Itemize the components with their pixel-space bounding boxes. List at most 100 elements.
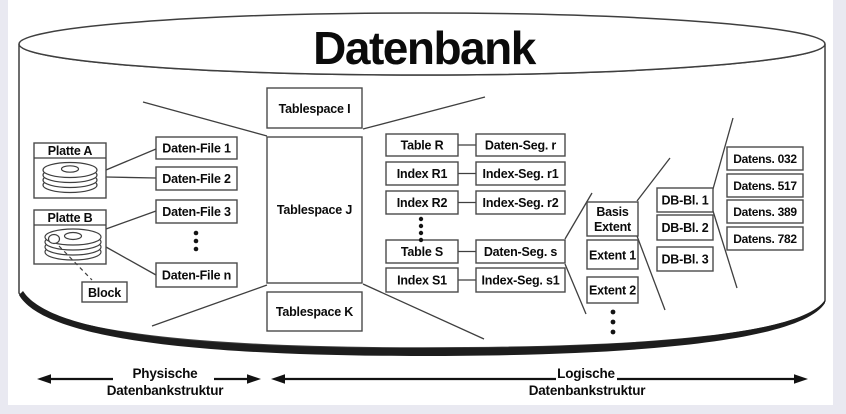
table-ellipsis-dots — [418, 216, 424, 243]
fan-line-dbblock-bottom — [712, 210, 738, 289]
daten-file-1-label: Daten-File 1 — [162, 142, 231, 156]
table-s-box: Table S — [385, 239, 459, 264]
index-seg-r2-label: Index-Seg. r2 — [483, 196, 559, 210]
db-bl-1-box: DB-Bl. 1 — [656, 187, 714, 213]
physical-legend-line1: Physische — [133, 366, 199, 381]
fan-line-left-top — [142, 101, 268, 137]
fan-line-extent-bottom — [636, 235, 666, 311]
physical-arrow-left-head-icon — [37, 374, 51, 384]
index-seg-r1-label: Index-Seg. r1 — [483, 167, 559, 181]
basis-extent-box: Basis Extent — [586, 201, 639, 237]
daten-file-3-box: Daten-File 3 — [155, 199, 238, 224]
daten-file-2-box: Daten-File 2 — [155, 166, 238, 191]
db-bl-1-label: DB-Bl. 1 — [661, 194, 708, 208]
table-segment-connectors — [458, 144, 476, 281]
fan-lines — [142, 96, 738, 340]
table-r-label: Table R — [401, 139, 444, 153]
daten-file-3-label: Daten-File 3 — [162, 205, 231, 219]
index-seg-r2-box: Index-Seg. r2 — [475, 190, 566, 215]
tablespace-j-label: Tablespace J — [277, 203, 352, 217]
extent-2-label: Extent 2 — [589, 284, 636, 298]
diagram-title: Datenbank — [313, 22, 537, 74]
index-r1-label: Index R1 — [397, 167, 448, 181]
fan-line-tablespace-bottom — [362, 283, 485, 340]
physical-arrow-right-head-icon — [247, 374, 261, 384]
disk-b-icon — [44, 228, 102, 261]
extent-boxes: Basis Extent Extent 1 Extent 2 — [586, 201, 639, 335]
tablespace-i-box: Tablespace I — [266, 87, 363, 129]
datens-782-label: Datens. 782 — [733, 232, 797, 246]
index-r1-box: Index R1 — [385, 161, 459, 186]
db-bl-3-label: DB-Bl. 3 — [661, 253, 708, 267]
index-s1-label: Index S1 — [397, 274, 447, 288]
physical-legend-line2: Datenbankstruktur — [107, 383, 225, 398]
basis-extent-label-line2: Extent — [594, 220, 632, 234]
fan-line-segment-top — [564, 192, 593, 240]
tablespace-k-box: Tablespace K — [266, 291, 363, 332]
db-block-boxes: DB-Bl. 1 DB-Bl. 2 DB-Bl. 3 — [656, 187, 714, 272]
daten-file-n-label: Daten-File n — [162, 269, 231, 283]
physical-structure-legend: Physische Datenbankstruktur — [37, 366, 261, 398]
datens-782-box: Datens. 782 — [726, 226, 804, 251]
logical-legend-line1: Logische — [557, 366, 615, 381]
connector-platte-a-file2 — [105, 176, 157, 179]
daten-seg-r-box: Daten-Seg. r — [475, 133, 566, 157]
logical-structure-legend: Logische Datenbankstruktur — [271, 366, 808, 398]
index-r2-box: Index R2 — [385, 190, 459, 215]
platte-b-box: Platte B — [33, 209, 107, 265]
db-bl-2-box: DB-Bl. 2 — [656, 214, 714, 241]
daten-file-boxes: Daten-File 1 Daten-File 2 Daten-File 3 D… — [155, 136, 238, 288]
daten-seg-s-label: Daten-Seg. s — [484, 245, 558, 259]
tablespace-i-label: Tablespace I — [279, 102, 351, 116]
logical-arrow-right-head-icon — [794, 374, 808, 384]
table-index-boxes: Table R Index R1 Index R2 Table S Index … — [385, 133, 459, 293]
fan-line-left-bottom — [151, 284, 268, 327]
index-seg-s1-label: Index-Seg. s1 — [482, 274, 560, 288]
daten-file-n-box: Daten-File n — [155, 262, 238, 288]
disk-file-connectors — [105, 148, 157, 276]
connector-platte-b-file3 — [105, 210, 157, 230]
daten-file-ellipsis-dots — [193, 230, 199, 252]
extent-ellipsis-dots — [610, 309, 616, 335]
fan-line-segment-bottom — [564, 263, 587, 315]
connector-platte-a-file1 — [105, 148, 157, 171]
datens-517-label: Datens. 517 — [733, 179, 797, 193]
block-marker-icon — [47, 233, 61, 245]
datens-389-box: Datens. 389 — [726, 199, 804, 224]
datens-032-box: Datens. 032 — [726, 146, 804, 171]
record-boxes: Datens. 032 Datens. 517 Datens. 389 Date… — [726, 146, 804, 251]
connector-platte-b-filen — [105, 246, 157, 276]
datens-517-box: Datens. 517 — [726, 173, 804, 198]
fan-line-dbblock-top — [712, 117, 734, 190]
block-box: Block — [81, 281, 128, 303]
disk-a-icon — [42, 161, 98, 194]
platte-a-box: Platte A — [33, 142, 107, 199]
block-dashed-line — [58, 245, 93, 281]
logical-legend-line2: Datenbankstruktur — [529, 383, 647, 398]
daten-file-2-label: Daten-File 2 — [162, 172, 231, 186]
tablespace-k-label: Tablespace K — [276, 305, 353, 319]
daten-seg-r-label: Daten-Seg. r — [485, 139, 557, 153]
basis-extent-label-line1: Basis — [596, 205, 629, 219]
extent-1-box: Extent 1 — [586, 239, 639, 270]
fan-line-extent-top — [636, 157, 671, 202]
cylinder-lid — [18, 12, 826, 76]
daten-file-1-box: Daten-File 1 — [155, 136, 238, 160]
tablespace-j-box: Tablespace J — [266, 136, 363, 284]
extent-1-label: Extent 1 — [589, 249, 636, 263]
index-seg-s1-box: Index-Seg. s1 — [475, 267, 566, 293]
segment-boxes: Daten-Seg. r Index-Seg. r1 Index-Seg. r2… — [475, 133, 566, 293]
extent-2-box: Extent 2 — [586, 276, 639, 304]
platte-a-label: Platte A — [48, 144, 93, 158]
datens-389-label: Datens. 389 — [733, 205, 797, 219]
fan-line-tablespace-top — [362, 96, 486, 130]
index-s1-box: Index S1 — [385, 267, 459, 293]
logical-arrow-left-head-icon — [271, 374, 285, 384]
platte-b-label: Platte B — [48, 211, 93, 225]
db-bl-3-box: DB-Bl. 3 — [656, 246, 714, 272]
index-seg-r1-box: Index-Seg. r1 — [475, 161, 566, 186]
index-r2-label: Index R2 — [397, 196, 448, 210]
tablespace-boxes: Tablespace I Tablespace J Tablespace K — [266, 87, 363, 332]
